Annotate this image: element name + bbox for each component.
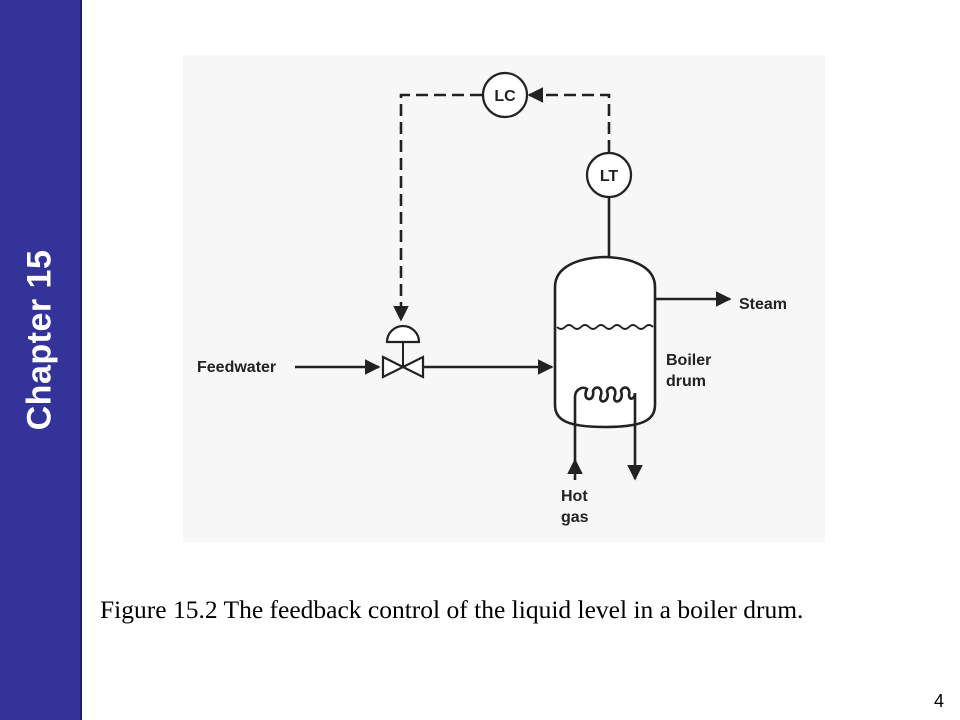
figure-panel: LC LT Feedwater Steam Boiler drum — [183, 55, 825, 542]
steam-label: Steam — [739, 296, 787, 313]
hot-gas-label-line1: Hot — [561, 488, 588, 505]
control-valve — [381, 324, 425, 379]
feedwater-label: Feedwater — [197, 359, 276, 376]
lt-to-lc-signal — [527, 87, 611, 152]
sidebar-divider — [80, 0, 82, 720]
chapter-label: Chapter 15 — [20, 249, 59, 431]
lc-label: LC — [494, 88, 516, 105]
liquid-surface — [556, 324, 654, 330]
chapter-sidebar: Chapter 15 — [0, 0, 80, 720]
coil-loops — [573, 386, 637, 427]
level-transmitter: LT — [585, 151, 633, 199]
heating-coil — [567, 386, 643, 481]
figure-caption: Figure 15.2 The feedback control of the … — [100, 595, 804, 624]
lt-label: LT — [600, 168, 619, 185]
hot-gas-label-line2: gas — [561, 509, 589, 526]
boiler-drum-diagram: LC LT Feedwater Steam Boiler drum — [197, 71, 787, 526]
level-controller: LC — [481, 71, 529, 119]
lc-to-valve-signal — [393, 93, 482, 322]
valve-body — [381, 355, 425, 379]
drum-vessel — [553, 255, 657, 429]
page-number: 4 — [933, 691, 944, 711]
control-signal-lines — [393, 87, 611, 322]
valve-actuator — [385, 324, 421, 344]
boiler-label-line1: Boiler — [666, 352, 711, 369]
boiler-label-line2: drum — [666, 373, 706, 390]
boiler-drum — [553, 255, 657, 429]
